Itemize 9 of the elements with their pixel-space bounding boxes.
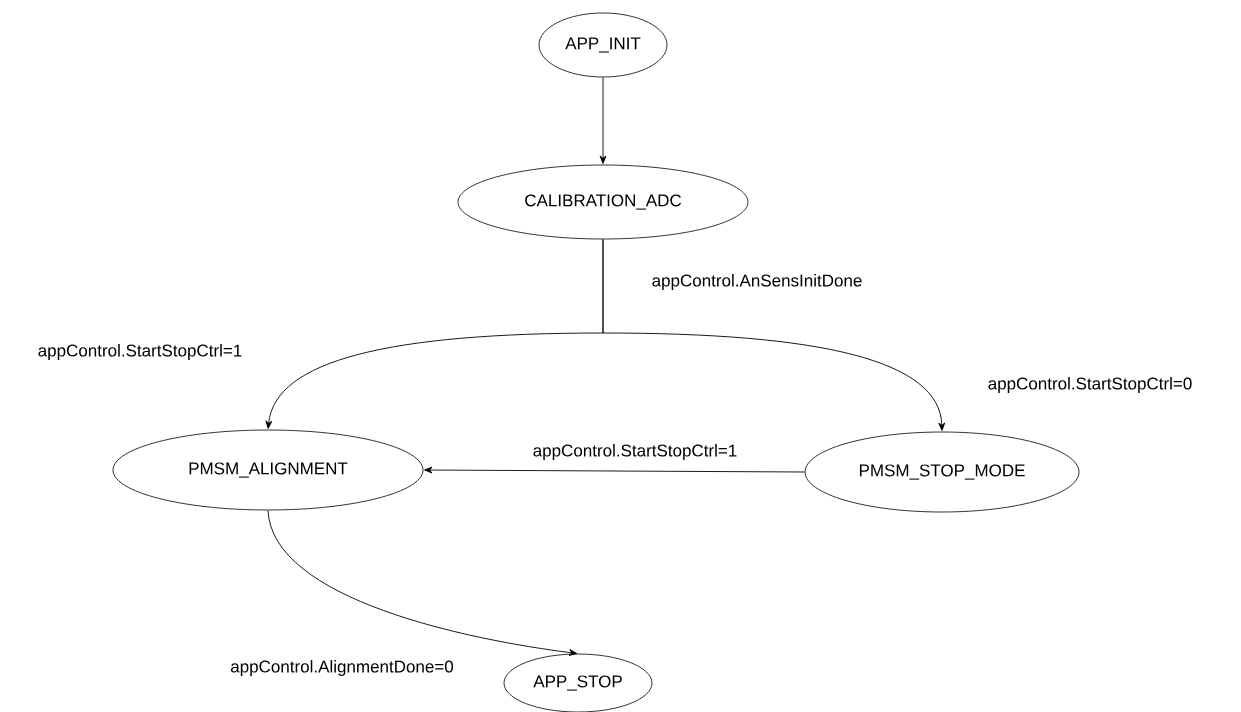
arrow: [602, 238, 946, 431]
edge-label: appControl.StartStopCtrl=0: [986, 376, 1194, 394]
arrow: [424, 466, 806, 474]
condition-label: appControl.AnSensInitDone: [650, 273, 864, 291]
arrow: [599, 76, 607, 164]
edge-label: appControl.AlignmentDone=0: [229, 659, 455, 677]
arrow: [267, 509, 578, 656]
edge-label: appControl.StartStopCtrl=1: [531, 443, 739, 461]
edge-label: appControl.StartStopCtrl=1: [36, 343, 244, 361]
